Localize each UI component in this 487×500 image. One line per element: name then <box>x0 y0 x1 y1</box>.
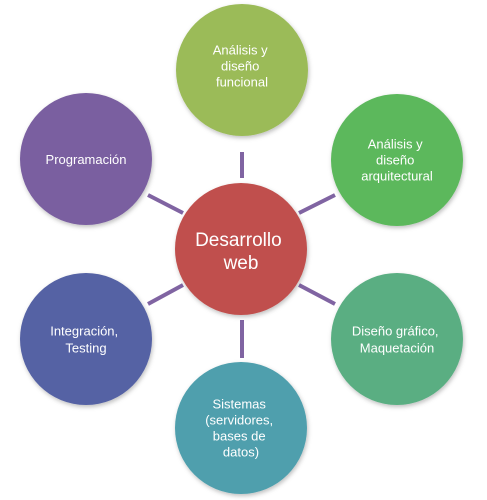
node-label-line: Sistemas <box>212 397 266 412</box>
node-label-line: diseño <box>376 153 414 168</box>
node-label-line: Diseño gráfico, <box>352 324 439 339</box>
connector-diseno-grafico <box>298 283 336 306</box>
node-integracion-testing: Integración, Testing <box>20 273 152 405</box>
node-analisis-funcional: Análisis y diseño funcional <box>176 4 308 136</box>
connector-group <box>147 152 336 358</box>
node-label-line: Integración, <box>50 324 118 339</box>
node-circle <box>175 362 307 494</box>
node-label: Análisis y diseño funcional <box>213 43 272 90</box>
node-circle <box>331 94 463 226</box>
node-label: Análisis y diseño arquitectural <box>361 137 433 184</box>
node-diseno-grafico: Diseño gráfico, Maquetación <box>331 273 463 405</box>
node-label-line: funcional <box>216 75 268 90</box>
node-label-line: arquitectural <box>361 169 433 184</box>
node-circle <box>20 93 152 225</box>
node-sistemas: Sistemas (servidores, bases de datos) <box>175 362 307 494</box>
center-label-line: Desarrollo <box>195 230 282 251</box>
node-circle <box>176 4 308 136</box>
node-label: Integración, Testing <box>50 324 122 356</box>
node-programacion: Programación <box>20 93 152 225</box>
center-label: Desarrollo web <box>195 230 287 274</box>
node-label: Diseño gráfico, Maquetación <box>352 324 442 356</box>
node-label-line: datos) <box>223 445 259 460</box>
node-circle <box>20 273 152 405</box>
node-label-line: Análisis y <box>213 43 268 58</box>
node-label-line: bases de <box>213 429 266 444</box>
connector-analisis-arquitectural <box>298 193 336 215</box>
node-label: Programación <box>46 152 127 167</box>
node-label-line: Testing <box>65 341 106 356</box>
connector-programacion <box>147 193 184 215</box>
node-analisis-arquitectural: Análisis y diseño arquitectural <box>331 94 463 226</box>
node-label-line: Análisis y <box>368 137 423 152</box>
node-center: Desarrollo web <box>175 183 307 315</box>
node-label-line: diseño <box>221 59 259 74</box>
node-label-line: Maquetación <box>360 341 434 356</box>
node-label-line: (servidores, <box>205 413 273 428</box>
node-label: Sistemas (servidores, bases de datos) <box>205 397 277 460</box>
center-circle <box>175 183 307 315</box>
node-label-line: Programación <box>46 152 127 167</box>
connector-integracion-testing <box>147 283 184 306</box>
node-circle <box>331 273 463 405</box>
center-label-line: web <box>223 253 259 274</box>
